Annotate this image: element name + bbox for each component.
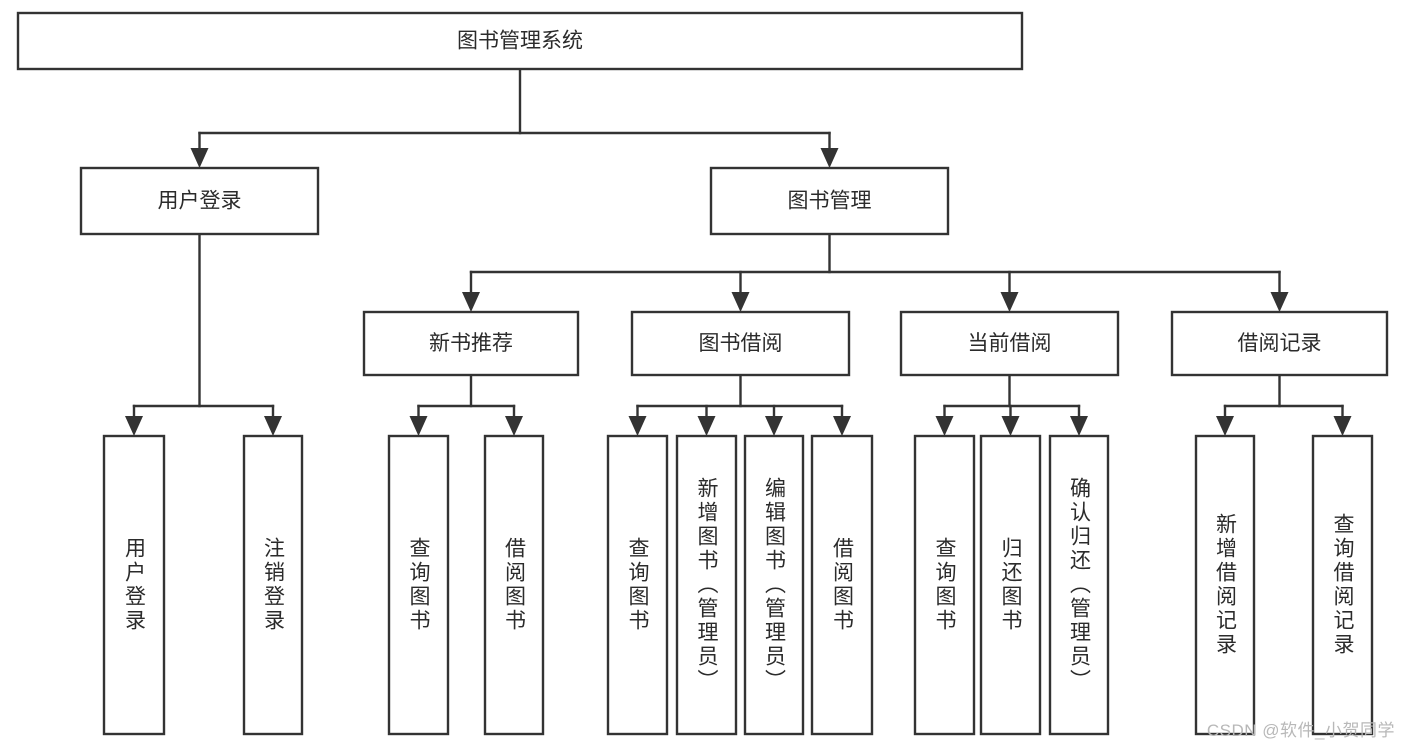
node-boxes-layer	[16, 11, 1389, 736]
arrow-head-icon	[1270, 292, 1289, 312]
connector-edges-layer	[125, 67, 1352, 436]
leaf-node-box-9[interactable]	[979, 434, 1042, 736]
leaf-node-box-5[interactable]	[675, 434, 738, 736]
leaf-node-box-3[interactable]	[483, 434, 545, 736]
level3-node-label-0: 新书推荐	[429, 332, 513, 355]
leaf-node-box-7[interactable]	[810, 434, 874, 736]
arrow-head-icon	[820, 148, 839, 168]
arrow-head-icon	[1001, 416, 1020, 436]
leaf-node-box-12[interactable]	[1311, 434, 1374, 736]
level2-node-label-1: 图书管理	[788, 190, 872, 213]
leaf-node-box-8[interactable]	[913, 434, 976, 736]
level2-node-label-0: 用户登录	[158, 190, 242, 213]
arrow-head-icon	[264, 416, 282, 436]
arrow-head-icon	[125, 416, 143, 436]
leaf-node-box-4[interactable]	[606, 434, 669, 736]
arrow-head-icon	[462, 292, 480, 312]
root-node-box-0[interactable]	[16, 11, 1024, 71]
leaf-node-box-2[interactable]	[387, 434, 450, 736]
arrow-head-icon	[765, 416, 783, 436]
level3-node-label-1: 图书借阅	[699, 332, 783, 355]
arrow-head-icon	[190, 148, 209, 168]
level2-node-box-0[interactable]	[79, 166, 320, 236]
arrow-head-icon	[935, 416, 954, 436]
arrow-head-icon	[1333, 416, 1352, 436]
level3-node-box-0[interactable]	[362, 310, 580, 377]
leaf-node-box-10[interactable]	[1048, 434, 1110, 736]
arrow-head-icon	[505, 416, 523, 436]
arrow-head-icon	[1216, 416, 1234, 436]
arrow-head-icon	[731, 292, 750, 312]
level3-node-box-1[interactable]	[630, 310, 851, 377]
leaf-node-box-1[interactable]	[242, 434, 304, 736]
arrow-head-icon	[409, 416, 428, 436]
level3-node-label-2: 当前借阅	[968, 332, 1052, 355]
level3-node-box-2[interactable]	[899, 310, 1120, 377]
arrow-head-icon	[628, 416, 647, 436]
leaf-node-box-6[interactable]	[743, 434, 805, 736]
root-node-label-0: 图书管理系统	[457, 30, 583, 53]
leaf-node-box-11[interactable]	[1194, 434, 1256, 736]
arrow-head-icon	[833, 416, 851, 436]
leaf-node-box-0[interactable]	[102, 434, 166, 736]
level2-node-box-1[interactable]	[709, 166, 950, 236]
arrow-head-icon	[1000, 292, 1019, 312]
arrow-head-icon	[697, 416, 716, 436]
level3-node-box-3[interactable]	[1170, 310, 1389, 377]
csdn-watermark: CSDN @软件_小贺同学	[1206, 721, 1395, 740]
arrow-head-icon	[1070, 416, 1088, 436]
level3-node-label-3: 借阅记录	[1238, 332, 1322, 355]
